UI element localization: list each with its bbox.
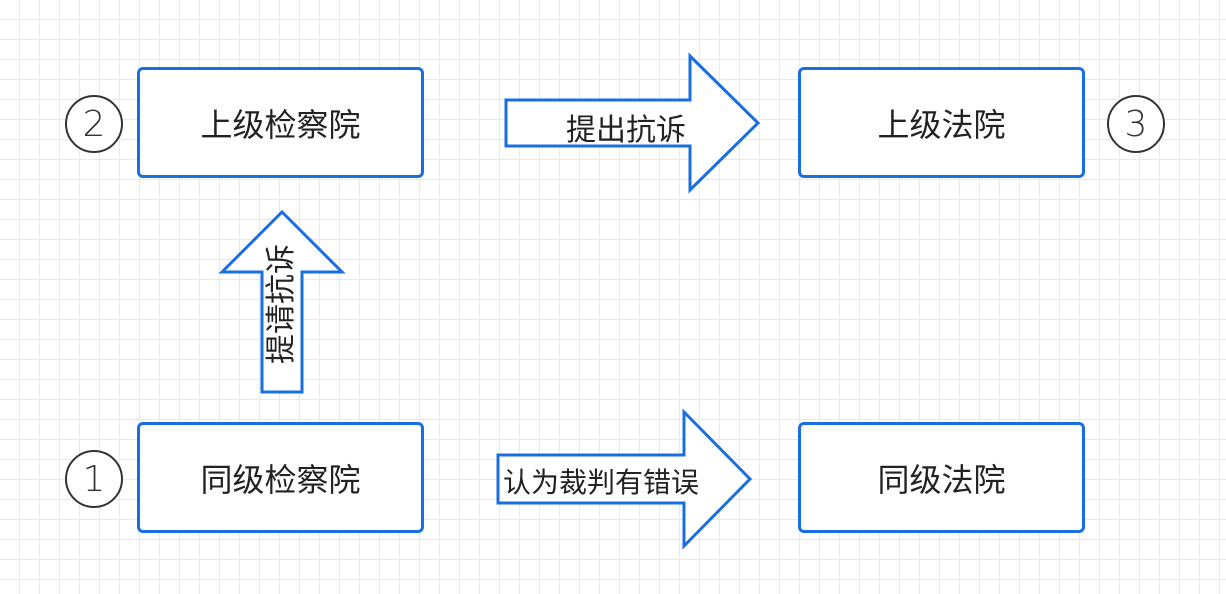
node-same-level-procuratorate-label: 同级检察院 <box>200 460 361 499</box>
node-same-level-procuratorate: 同级检察院 <box>137 422 424 533</box>
node-upper-procuratorate-label: 上级检察院 <box>200 105 361 144</box>
arrow-request-protest-up <box>218 209 346 394</box>
step-marker-1-label: 1 <box>82 458 106 500</box>
node-upper-court: 上级法院 <box>798 67 1085 178</box>
node-same-level-court-label: 同级法院 <box>877 460 1006 499</box>
node-upper-procuratorate: 上级检察院 <box>137 67 424 178</box>
arrow-judgment-error <box>496 408 753 550</box>
vertical-arrow-label: 提请抗诉 <box>264 244 299 364</box>
top-arrow-label: 提出抗诉 <box>566 113 686 148</box>
bottom-arrow-label: 认为裁判有错误 <box>503 466 700 499</box>
step-marker-3: 3 <box>1107 95 1165 153</box>
arrow-protest-to-upper-court <box>504 52 761 194</box>
step-marker-2: 2 <box>65 95 123 153</box>
step-marker-2-label: 2 <box>82 103 106 145</box>
step-marker-1: 1 <box>65 450 123 508</box>
step-marker-3-label: 3 <box>1124 103 1148 145</box>
node-upper-court-label: 上级法院 <box>877 105 1006 144</box>
node-same-level-court: 同级法院 <box>798 422 1085 533</box>
